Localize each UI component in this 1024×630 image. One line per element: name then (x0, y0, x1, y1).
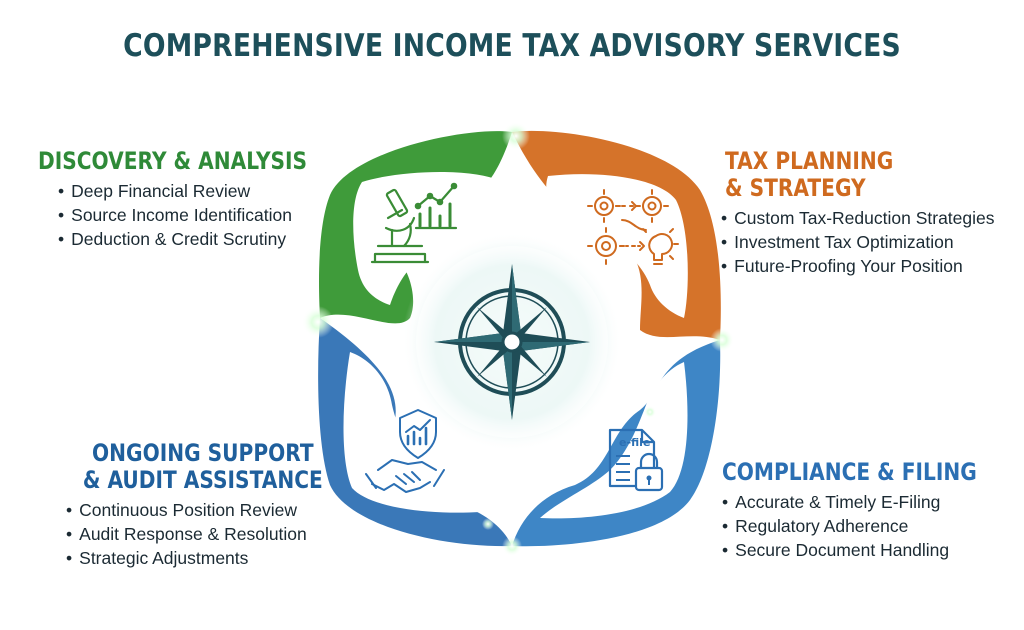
list-item: Audit Response & Resolution (66, 522, 346, 546)
list-item: Strategic Adjustments (66, 546, 346, 570)
planning-heading-line2: & STRATEGY (725, 174, 866, 202)
page-title: COMPREHENSIVE INCOME TAX ADVISORY SERVIC… (123, 28, 901, 64)
efile-label: e-file (619, 436, 650, 449)
list-item: Source Income Identification (58, 203, 358, 227)
efile-lock-icon: e-file (608, 428, 664, 492)
sparkle-left (302, 306, 334, 338)
support-list: Continuous Position Review Audit Respons… (66, 498, 346, 570)
list-item: Deduction & Credit Scrutiny (58, 227, 358, 251)
planning-list: Custom Tax-Reduction Strategies Investme… (721, 206, 995, 278)
sparkle-top (502, 122, 530, 150)
list-item: Deep Financial Review (58, 179, 358, 203)
list-item: Regulatory Adherence (722, 514, 1024, 538)
list-item: Investment Tax Optimization (721, 230, 995, 254)
section-compliance-filing: COMPLIANCE & FILING Accurate & Timely E-… (722, 459, 1024, 562)
compliance-heading: COMPLIANCE & FILING (722, 458, 977, 486)
shield-handshake-icon (365, 409, 445, 493)
panel-discovery (353, 171, 498, 305)
support-heading-line1: ONGOING SUPPORT (92, 439, 314, 467)
panel-support (343, 352, 481, 513)
section-discovery-analysis: DISCOVERY & ANALYSIS Deep Financial Revi… (38, 148, 358, 251)
list-item: Future-Proofing Your Position (721, 254, 995, 278)
discovery-heading: DISCOVERY & ANALYSIS (38, 147, 308, 175)
microscope-chart-icon (370, 182, 458, 264)
list-item: Custom Tax-Reduction Strategies (721, 206, 994, 230)
compliance-list: Accurate & Timely E-Filing Regulatory Ad… (722, 490, 1024, 562)
list-item: Accurate & Timely E-Filing (722, 490, 1024, 514)
gears-lightbulb-icon (587, 189, 679, 265)
sparkle-bottom (502, 536, 522, 556)
sparkle-inner-1 (482, 518, 494, 530)
list-item: Continuous Position Review (66, 498, 346, 522)
planning-heading-line1: TAX PLANNING (725, 147, 894, 175)
support-heading-line2: & AUDIT ASSISTANCE (82, 466, 323, 494)
compass-rose-icon (434, 264, 590, 420)
section-tax-planning: TAX PLANNING & STRATEGY Custom Tax-Reduc… (725, 148, 995, 278)
section-ongoing-support: ONGOING SUPPORT & AUDIT ASSISTANCE Conti… (60, 440, 346, 570)
sparkle-inner-2 (644, 406, 656, 418)
discovery-list: Deep Financial Review Source Income Iden… (38, 179, 358, 251)
sparkle-right (710, 328, 734, 352)
list-item: Secure Document Handling (722, 538, 1024, 562)
